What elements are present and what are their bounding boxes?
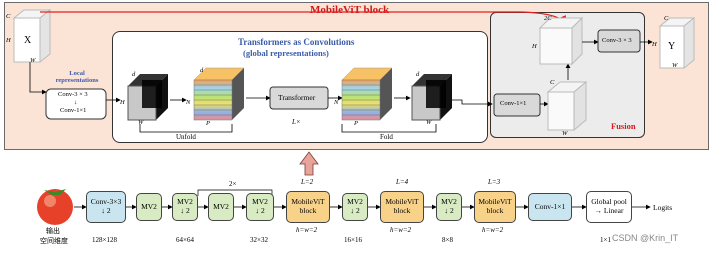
transformer-label: Transformer [278, 93, 316, 102]
stack1-dim-p: P [206, 120, 210, 127]
feature-cube-2 [411, 74, 452, 121]
cube1-dim-d: d [132, 71, 136, 78]
cube2-dim-d: d [416, 71, 420, 78]
l-label-1: L=2 [301, 178, 314, 186]
expand-arrow [299, 151, 319, 176]
tomato-input-image [37, 189, 73, 225]
local-rep-label: Local representations [55, 70, 99, 85]
x-dim-w: W [30, 57, 36, 64]
pipeline-block-1: MV2 [136, 193, 162, 221]
stem-conv3x3-block: Conv-3×3 ↓ 2 [86, 191, 126, 223]
input-caption-1: 输出 [46, 227, 60, 235]
local-op-3: Conv-1×1 [60, 107, 87, 114]
pipeline-block-4: MV2 ↓ 2 [246, 193, 274, 221]
repeat-label: L× [292, 118, 301, 126]
hw-label-1: h=w=2 [296, 226, 318, 234]
pipeline-block-10: Conv-1×1 [528, 193, 572, 221]
feature-cube-1 [127, 74, 168, 121]
fusion-dim-c: C [550, 79, 555, 86]
unfolded-patches-1 [193, 67, 245, 121]
size-label-3: 32×32 [250, 236, 268, 244]
size-label-2: 64×64 [176, 236, 194, 244]
hw-label-2: h=w=2 [390, 226, 412, 234]
size-label-1: 128×128 [92, 236, 117, 244]
mobilevit-block-title: MobileViT block [310, 4, 390, 16]
y-dim-c: C [664, 15, 669, 22]
pipeline-block-3: MV2 [208, 193, 234, 221]
l-label-3: L=3 [488, 178, 501, 186]
fusion-conv3x3-label: Conv-3 × 3 [602, 37, 632, 44]
watermark: CSDN @Krin_IT [612, 233, 679, 243]
fold-label: Fold [380, 133, 393, 141]
y-dim-h: H [652, 41, 657, 48]
fusion-dim-2c: 2C [544, 15, 552, 22]
fusion-conv1x1-box [493, 93, 541, 117]
x-dim-h: H [6, 37, 11, 44]
cube2-dim-w: W [426, 119, 432, 126]
y-label: Y [668, 41, 676, 52]
pipeline-block-9: MobileViT block [474, 191, 516, 223]
transformers-title: Transformers as Convolutions [238, 37, 355, 47]
fusion-cube-2c [538, 16, 584, 66]
pipeline-block-11: Global pool → Linear [586, 191, 632, 223]
input-tensor-x [12, 8, 52, 64]
stack1-dim-d: d [200, 67, 204, 74]
pipeline-block-6: MV2 ↓ 2 [342, 193, 368, 221]
pipeline-block-5: MobileViT block [286, 191, 330, 223]
stack2-dim-n: N [334, 99, 339, 106]
local-op-2: ↓ [74, 99, 78, 106]
cube1-dim-w: W [138, 119, 144, 126]
fusion-dim-h: H [532, 43, 537, 50]
output-tensor-y [658, 16, 696, 70]
transformers-subtitle: (global representations) [243, 48, 329, 58]
local-op-1: Conv-3 × 3 [58, 91, 88, 98]
skip-connection-arrow [40, 11, 566, 26]
pipeline-block-7: MobileViT block [380, 191, 424, 223]
fusion-label: Fusion [611, 121, 636, 131]
l-label-2: L=4 [396, 178, 409, 186]
x-dim-c: C [6, 13, 11, 20]
repeat-2x-label: 2× [229, 180, 237, 188]
y-dim-w: W [672, 62, 678, 69]
fusion-dim-w: W [562, 130, 568, 137]
fusion-cube-c [546, 80, 588, 132]
stack1-dim-n: N [186, 99, 191, 106]
stack2-dim-p: P [354, 120, 358, 127]
local-ops-box [45, 88, 107, 120]
pipeline-block-8: MV2 ↓ 2 [436, 193, 462, 221]
input-caption-2: 空间维度 [40, 237, 68, 245]
size-label-4: 16×16 [344, 236, 362, 244]
fusion-conv1x1-label: Conv-1×1 [500, 100, 527, 107]
size-label-5: 8×8 [442, 236, 453, 244]
size-label-6: 1×1 [600, 236, 611, 244]
pipeline-block-2: MV2 ↓ 2 [172, 193, 198, 221]
x-label: X [24, 35, 32, 46]
hw-label-3: h=w=2 [482, 226, 504, 234]
fusion-conv3x3-box [597, 29, 641, 53]
cube1-dim-h: H [120, 99, 125, 106]
unfolded-patches-2 [341, 67, 393, 121]
logits-label: Logits [653, 203, 673, 212]
unfold-label: Unfold [176, 133, 196, 141]
